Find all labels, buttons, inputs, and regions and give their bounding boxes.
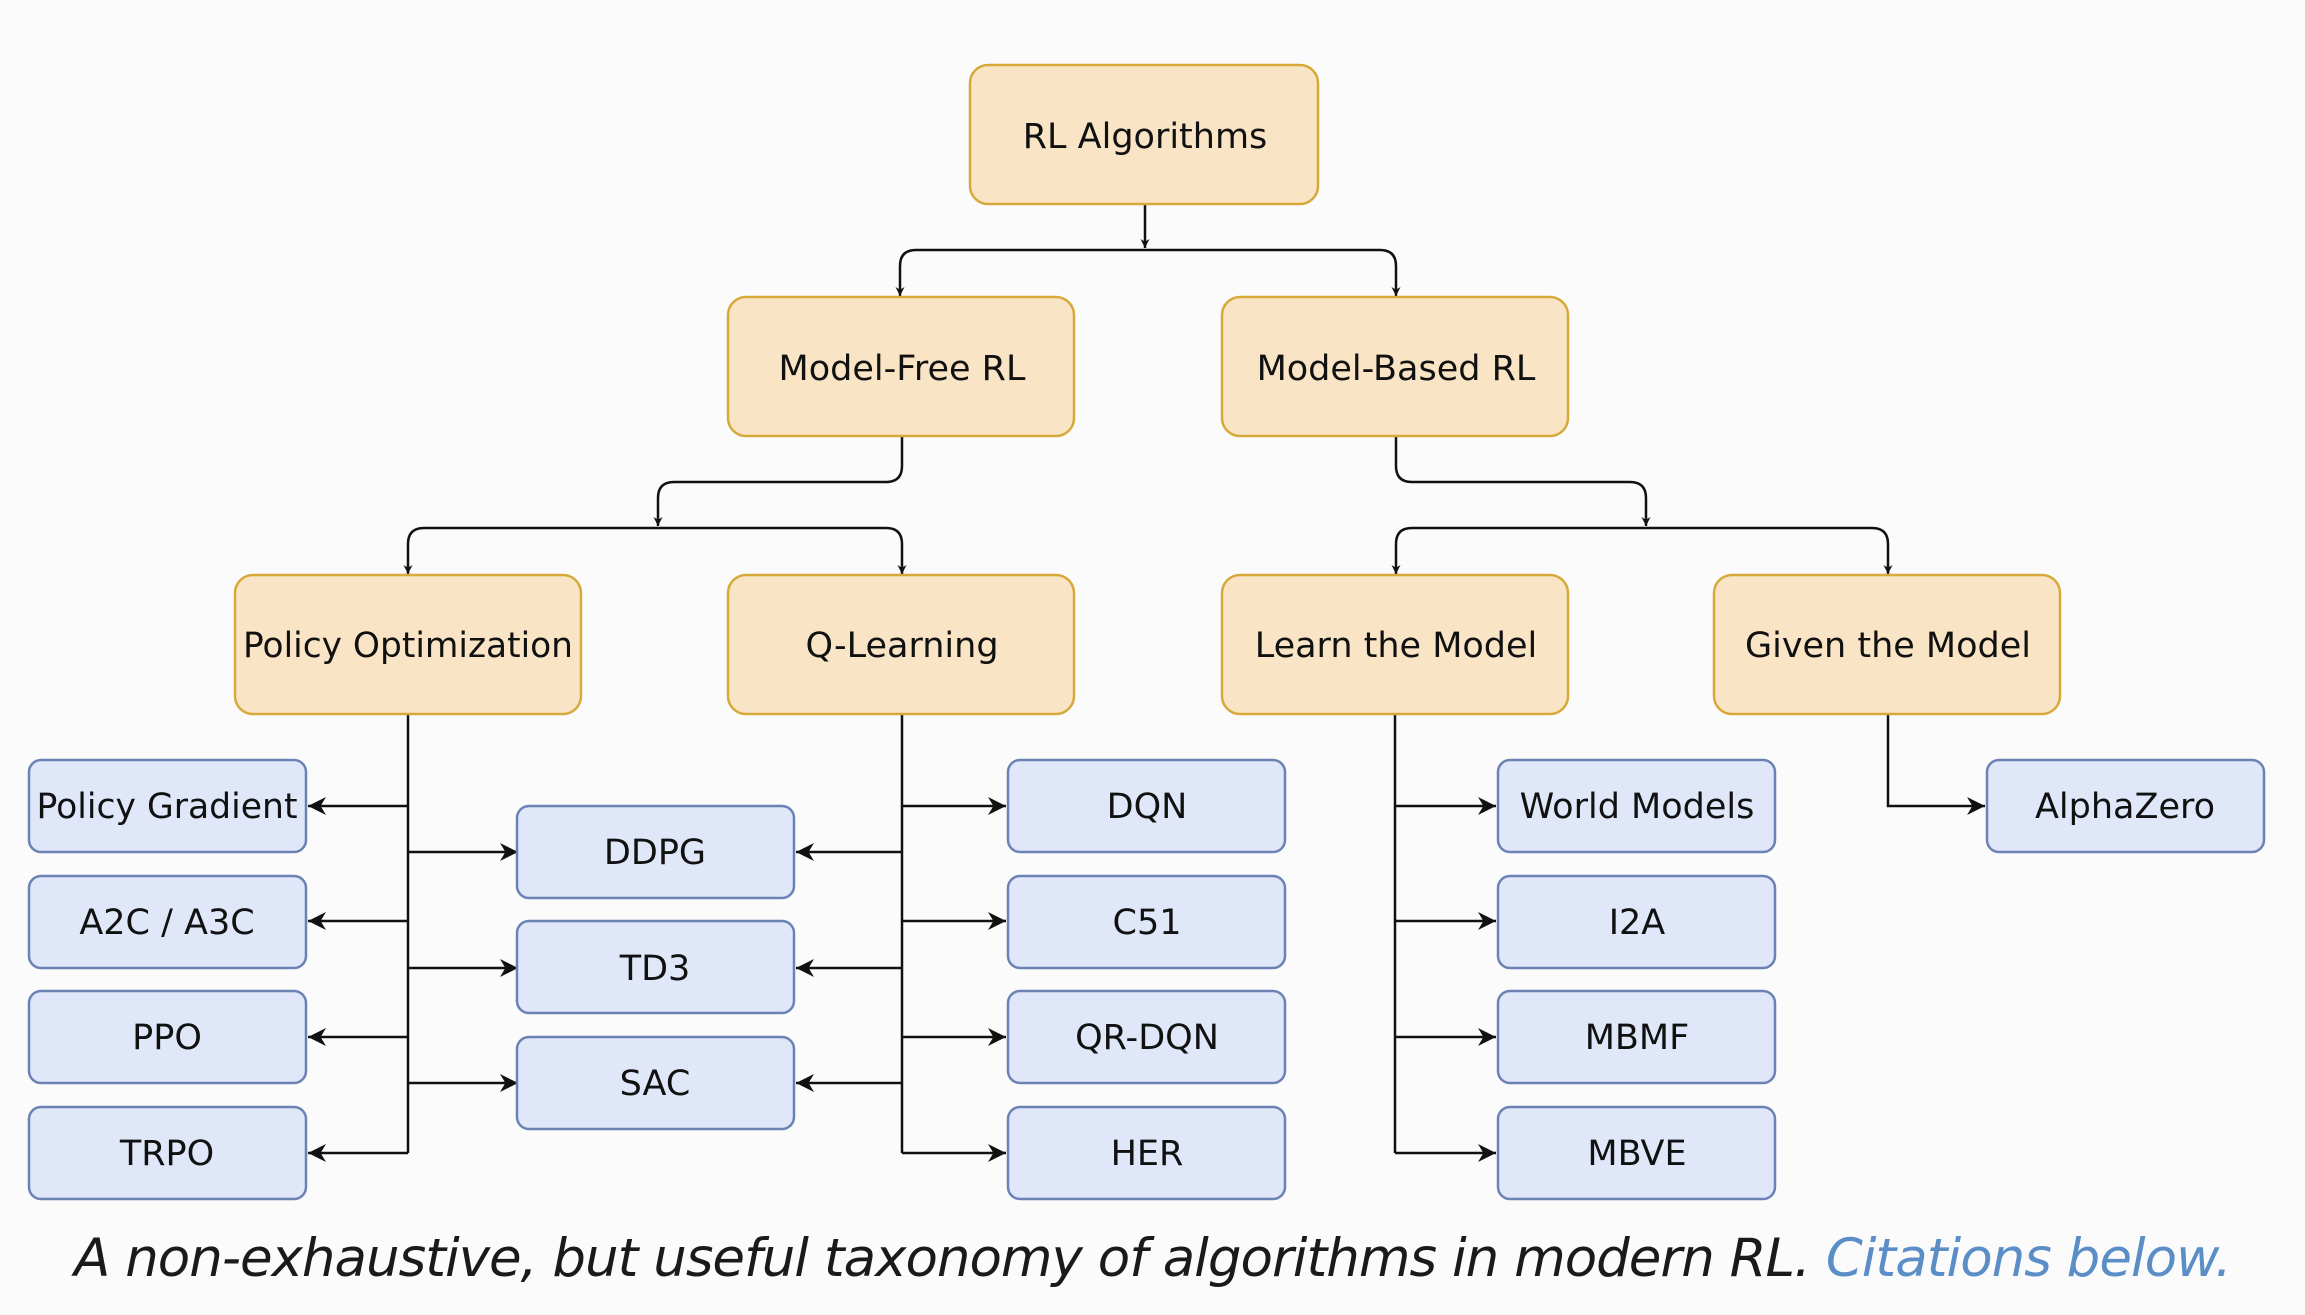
node-ddpg[interactable]: DDPG [515, 804, 796, 900]
node-her-label: HER [1111, 1134, 1184, 1174]
node-i2a[interactable]: I2A [1496, 874, 1777, 970]
node-rl-algorithms[interactable]: RL Algorithms [968, 63, 1320, 206]
connectors [308, 204, 1985, 1162]
node-qr-dqn-label: QR-DQN [1075, 1018, 1219, 1058]
node-c51[interactable]: C51 [1006, 874, 1287, 970]
node-policy-gradient[interactable]: Policy Gradient [27, 758, 308, 854]
citations-link[interactable]: Citations below. [1825, 1228, 2232, 1289]
node-sac-label: SAC [620, 1064, 691, 1104]
node-dqn-label: DQN [1107, 787, 1188, 827]
node-her[interactable]: HER [1006, 1105, 1287, 1201]
category-nodes: RL Algorithms Model-Free RL Model-Based … [233, 63, 2062, 716]
connector-model-based-trunk [1394, 436, 1651, 526]
connector-to-alphazero [1886, 714, 1985, 815]
node-ppo-label: PPO [132, 1018, 202, 1058]
node-learn-the-model[interactable]: Learn the Model [1220, 573, 1570, 716]
node-ddpg-label: DDPG [604, 833, 706, 873]
node-td3-label: TD3 [619, 949, 691, 989]
figure-caption: A non-exhaustive, but useful taxonomy of… [0, 1228, 2305, 1289]
node-world-models-label: World Models [1520, 787, 1755, 827]
node-model-based-rl[interactable]: Model-Based RL [1220, 295, 1570, 438]
connector-root-to-model-based [1145, 248, 1401, 296]
node-model-based-rl-label: Model-Based RL [1257, 349, 1536, 389]
node-model-free-rl[interactable]: Model-Free RL [726, 295, 1076, 438]
node-mbmf-label: MBMF [1585, 1018, 1690, 1058]
node-given-the-model-label: Given the Model [1745, 626, 2031, 666]
connector-model-free-to-policy-optimization [403, 526, 658, 574]
connector-root-to-model-free [895, 248, 1145, 296]
node-world-models[interactable]: World Models [1496, 758, 1777, 854]
caption-text: A non-exhaustive, but useful taxonomy of… [74, 1228, 1826, 1289]
node-trpo[interactable]: TRPO [27, 1105, 308, 1201]
node-policy-gradient-label: Policy Gradient [37, 787, 298, 827]
node-policy-optimization[interactable]: Policy Optimization [233, 573, 583, 716]
node-rl-algorithms-label: RL Algorithms [1023, 117, 1268, 157]
connector-model-based-to-learn-the-model [1391, 526, 1646, 574]
connector-model-based-to-given-the-model [1646, 526, 1893, 574]
node-ppo[interactable]: PPO [27, 989, 308, 1085]
node-q-learning[interactable]: Q-Learning [726, 573, 1076, 716]
node-learn-the-model-label: Learn the Model [1255, 626, 1538, 666]
node-model-free-rl-label: Model-Free RL [779, 349, 1026, 389]
node-dqn[interactable]: DQN [1006, 758, 1287, 854]
node-a2c-a3c[interactable]: A2C / A3C [27, 874, 308, 970]
node-trpo-label: TRPO [119, 1134, 214, 1174]
node-alphazero[interactable]: AlphaZero [1985, 758, 2266, 854]
connector-model-free-to-q-learning [658, 526, 907, 574]
node-sac[interactable]: SAC [515, 1035, 796, 1131]
node-mbve-label: MBVE [1587, 1134, 1686, 1174]
node-td3[interactable]: TD3 [515, 919, 796, 1015]
node-mbmf[interactable]: MBMF [1496, 989, 1777, 1085]
node-c51-label: C51 [1113, 903, 1182, 943]
algorithm-nodes: Policy Gradient A2C / A3C PPO TRPO DDPG … [27, 758, 2266, 1201]
node-qr-dqn[interactable]: QR-DQN [1006, 989, 1287, 1085]
node-q-learning-label: Q-Learning [805, 626, 998, 666]
node-i2a-label: I2A [1609, 903, 1666, 943]
node-mbve[interactable]: MBVE [1496, 1105, 1777, 1201]
connector-model-free-trunk [653, 436, 904, 526]
node-alphazero-label: AlphaZero [2035, 787, 2215, 827]
node-given-the-model[interactable]: Given the Model [1712, 573, 2062, 716]
node-a2c-a3c-label: A2C / A3C [79, 903, 254, 943]
node-policy-optimization-label: Policy Optimization [243, 626, 573, 666]
